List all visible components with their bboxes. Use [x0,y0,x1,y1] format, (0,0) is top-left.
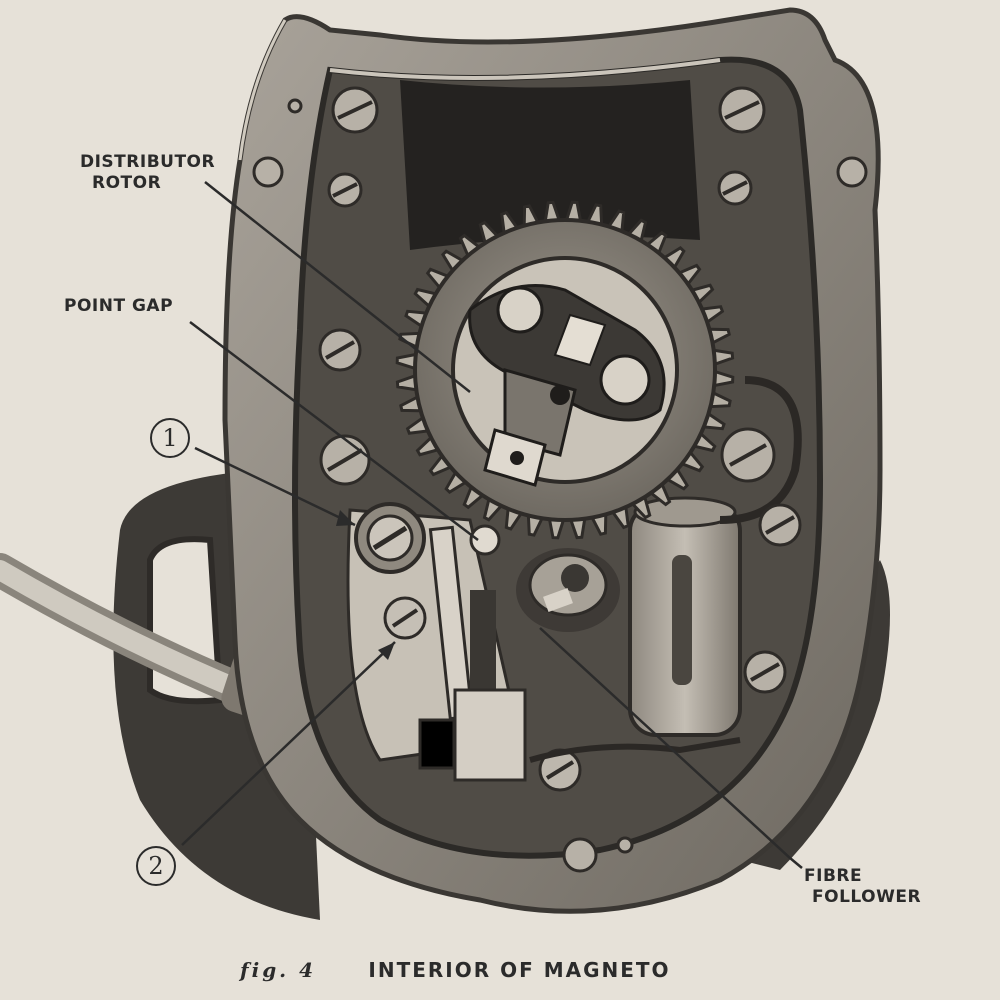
fibre-follower-label: FIBRE FOLLOWER [804,866,921,908]
fibre-follower-label-line2: FOLLOWER [812,887,922,907]
breaker-assembly [346,502,582,792]
leader-lines [181,181,803,869]
figure-number: fig. 4 [240,958,317,982]
screw-slots [332,100,760,198]
callout-2: 2 [136,846,176,886]
distributor-rotor-label: DISTRIBUTOR ROTOR [80,152,215,194]
figure-title: INTERIOR OF MAGNETO [368,958,671,982]
point-gap-label-text: POINT GAP [64,296,174,316]
fibre-follower-label-line1: FIBRE [804,866,863,886]
condenser [628,496,742,737]
breaker-cam [516,548,620,632]
fibre-follower-leader [539,627,803,869]
callout-1-leader [194,446,356,527]
distributor-rotor-label-line1: DISTRIBUTOR [80,152,216,172]
callout-1: 1 [150,418,190,458]
distributor-rotor [468,284,666,487]
distributor-rotor-leader [204,181,471,393]
point-gap-leader [189,321,479,541]
figure-caption: fig. 4 INTERIOR OF MAGNETO [240,958,671,982]
lead-wire [719,376,802,524]
callout-2-leader [181,641,396,846]
distributor-rotor-label-line2: ROTOR [92,173,162,193]
point-gap-label: POINT GAP [64,296,173,317]
